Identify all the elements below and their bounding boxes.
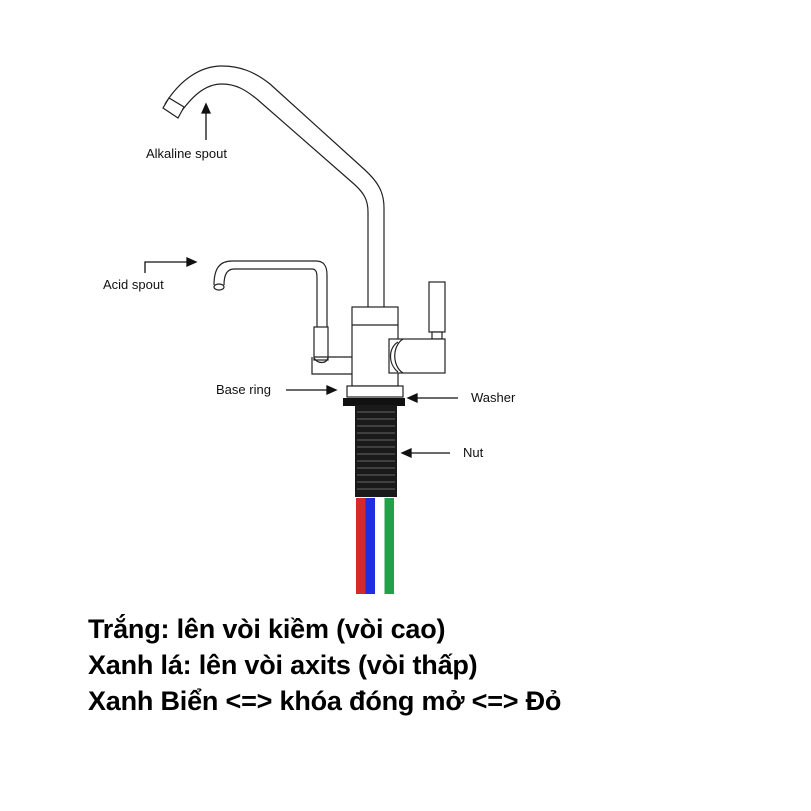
nut [355, 405, 397, 497]
note-green-wire: Xanh lá: lên vòi axits (vòi thấp) [88, 650, 478, 680]
note-blue-red-wire: Xanh Biển <=> khóa đóng mở <=> Đỏ [88, 686, 562, 716]
valve-handle[interactable] [388, 281, 446, 374]
wire-blue [365, 498, 375, 594]
note-white-wire: Trắng: lên vòi kiềm (vòi cao) [88, 614, 446, 644]
acid-spout [213, 260, 352, 375]
washer-label: Washer [471, 390, 516, 405]
alkaline-spout-label: Alkaline spout [146, 146, 227, 161]
wire-white [375, 498, 385, 594]
wire-bundle [356, 498, 394, 594]
washer [343, 398, 405, 406]
base-ring [346, 385, 404, 398]
base-ring-label: Base ring [216, 382, 271, 397]
acid-spout-label: Acid spout [103, 277, 164, 292]
wire-red [356, 498, 366, 594]
nut-label: Nut [463, 445, 484, 460]
annotation-arrows [144, 102, 458, 459]
wire-green [384, 498, 394, 594]
alkaline-spout [162, 65, 385, 308]
acid-arrow [144, 261, 190, 273]
